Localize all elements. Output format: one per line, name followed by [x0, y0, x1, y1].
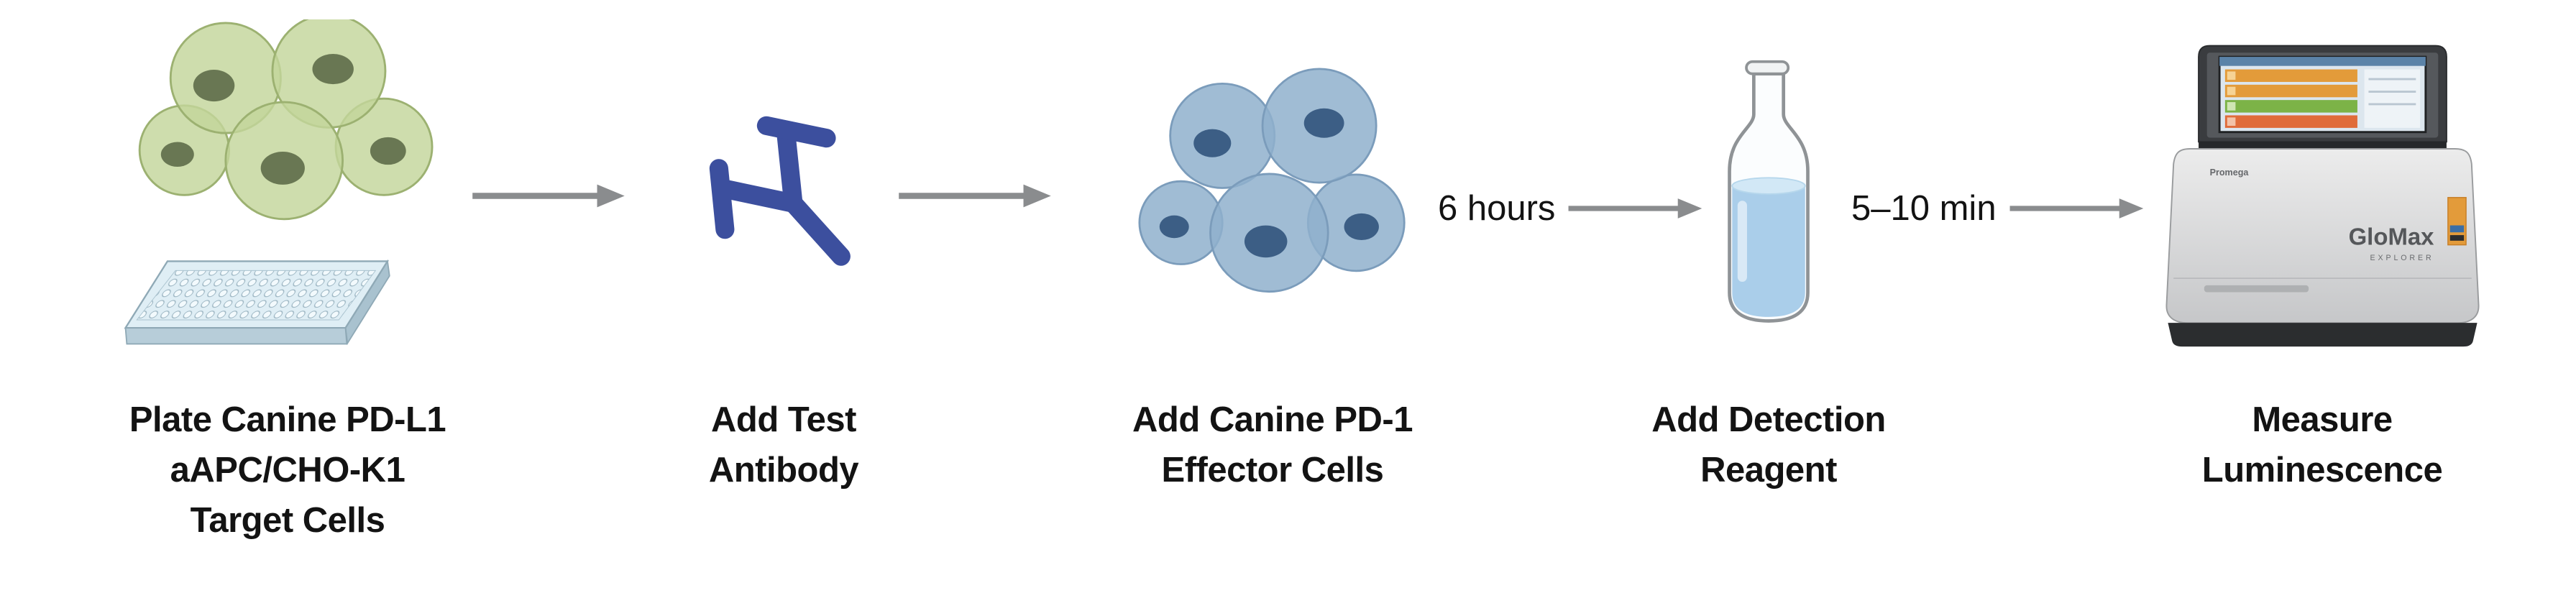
step-measure-luminescence: Promega GloMax EXPLORER Measure Luminesc… [2117, 0, 2527, 611]
instrument-brand-text: GloMax [2348, 223, 2434, 249]
antibody-icon [709, 116, 851, 266]
step-label-line: Plate Canine PD-L1 [129, 400, 446, 439]
step-label-line: Antibody [708, 451, 859, 490]
right-arrow-icon [472, 184, 625, 208]
effector-cells-icon [1129, 0, 1416, 385]
step-add-detection-reagent: Add Detection Reagent [1603, 0, 1934, 611]
step-label-line: Measure [2252, 400, 2393, 439]
target-cells-and-plate-icon [124, 0, 449, 385]
luminometer-icon: Promega GloMax EXPLORER [2155, 0, 2490, 385]
step-label-line: Add Detection [1651, 400, 1886, 439]
effector-cells-icon [1138, 68, 1406, 293]
arrow-1 [471, 181, 625, 211]
step-label-plate-target-cells: Plate Canine PD-L1 aAPC/CHO-K1 Target Ce… [129, 395, 446, 546]
step-plate-target-cells: Plate Canine PD-L1 aAPC/CHO-K1 Target Ce… [65, 0, 510, 611]
arrow-3-six-hours: 6 hours [1438, 188, 1703, 229]
step-label-measure-luminescence: Measure Luminescence [2201, 395, 2443, 495]
arrow-4-five-ten-min: 5–10 min [1851, 188, 2145, 229]
read-time-label: 5–10 min [1851, 189, 1997, 228]
step-label-line: Add Test [711, 400, 856, 439]
right-arrow-icon [2009, 198, 2143, 219]
step-label-line: Effector Cells [1161, 451, 1384, 490]
step-add-test-antibody: Add Test Antibody [618, 0, 949, 611]
right-arrow-icon [1568, 198, 1702, 219]
reagent-bottle-icon [1727, 60, 1810, 323]
step-label-line: Add Canine PD-1 [1132, 400, 1413, 439]
step-label-line: Target Cells [190, 501, 385, 540]
step-label-line: aAPC/CHO-K1 [170, 451, 405, 490]
step-label-add-effector-cells: Add Canine PD-1 Effector Cells [1132, 395, 1413, 495]
arrow-2 [897, 181, 1052, 211]
step-label-add-detection-reagent: Add Detection Reagent [1651, 395, 1886, 495]
target-cells-icon [138, 19, 434, 220]
step-label-line: Luminescence [2201, 451, 2443, 490]
instrument-model-text: EXPLORER [2370, 253, 2434, 262]
step-label-line: Reagent [1700, 451, 1837, 490]
step-add-effector-cells: Add Canine PD-1 Effector Cells [1064, 0, 1481, 611]
luminometer-icon: Promega GloMax EXPLORER [2165, 45, 2479, 346]
microplate-icon [124, 259, 390, 345]
antibody-icon [687, 0, 881, 385]
incubation-time-label: 6 hours [1438, 189, 1556, 228]
reagent-bottle-icon [1713, 0, 1825, 385]
instrument-maker-text: Promega [2209, 167, 2249, 177]
right-arrow-icon [899, 184, 1051, 208]
instrument-side-label [2447, 196, 2467, 245]
step-label-add-test-antibody: Add Test Antibody [708, 395, 859, 495]
